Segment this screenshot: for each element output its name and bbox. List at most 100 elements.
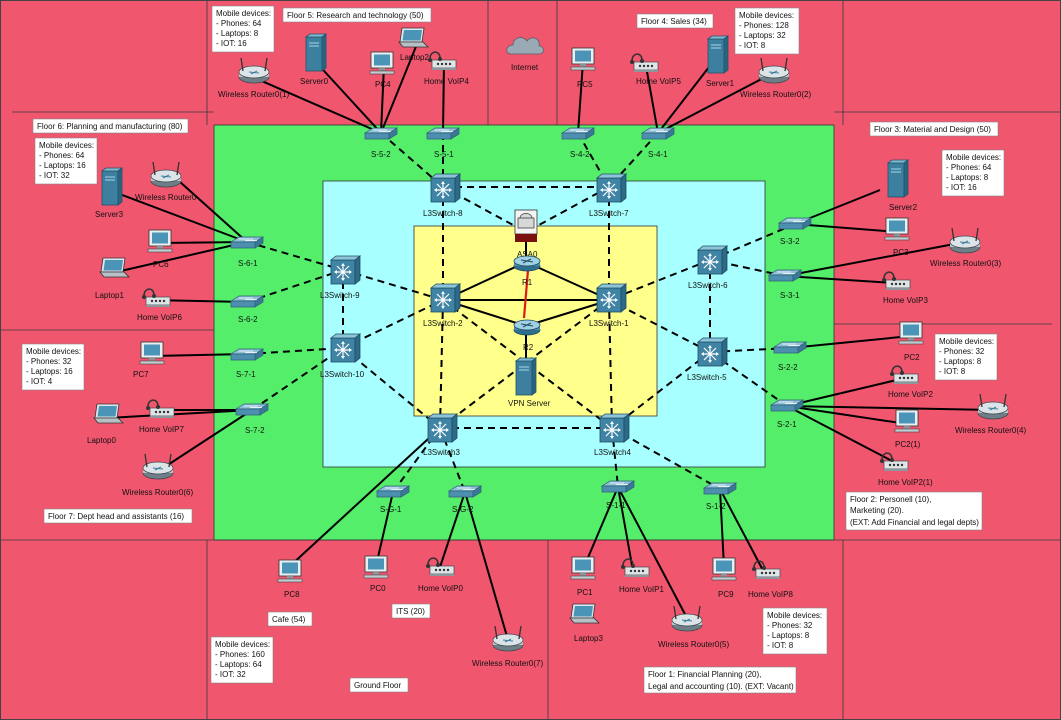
laptop-2[interactable]: Laptop2 [398, 27, 429, 62]
svg-text:Wireless Router0(4): Wireless Router0(4) [955, 426, 1026, 435]
home-voip-1[interactable]: Home VoIP1 [619, 558, 664, 594]
switch-s-7-2[interactable]: S-7-2 [235, 403, 269, 435]
laptop-1[interactable]: Laptop1 [95, 257, 130, 300]
pc-9[interactable]: PC9 [711, 557, 737, 599]
wireless-router-0[interactable]: Wireless Router0 [135, 161, 197, 202]
cafe-title-box: Cafe (54) [267, 611, 313, 627]
switch-s-g-1[interactable]: S-G-1 [376, 485, 410, 514]
l3-switch-2[interactable]: L3Switch-2 [423, 283, 463, 328]
l3-switch-5[interactable]: L3Switch-5 [687, 337, 728, 382]
internet-cloud[interactable]: Internet [506, 37, 544, 72]
svg-text:PC0: PC0 [370, 584, 386, 593]
l3-switch-10[interactable]: L3Switch-10 [320, 333, 365, 379]
svg-text:Floor 4: Sales (34): Floor 4: Sales (34) [641, 17, 707, 26]
switch-s-g-2[interactable]: S-G-2 [448, 485, 482, 514]
wireless-router-0-4[interactable]: Wireless Router0(4) [955, 393, 1026, 435]
router-r2[interactable]: R2 [513, 319, 541, 352]
pc-5[interactable]: PC5 [570, 47, 596, 89]
svg-text:ITS (20): ITS (20) [396, 607, 425, 616]
wireless-router-0-2[interactable]: Wireless Router0(2) [740, 57, 811, 99]
svg-text:PC8: PC8 [284, 590, 300, 599]
svg-text:L3Switch-7: L3Switch-7 [589, 209, 629, 218]
svg-text:S-2-1: S-2-1 [777, 420, 797, 429]
asa-firewall[interactable]: ASA0 [514, 209, 538, 259]
server-1[interactable]: Server1 [706, 35, 735, 88]
svg-text:S-1-2: S-1-2 [706, 502, 726, 511]
home-voip-3[interactable]: Home VoIP3 [881, 271, 928, 305]
svg-text:S-6-1: S-6-1 [238, 259, 258, 268]
floor6-title-box: Floor 6: Planning and manufacturing (80) [32, 118, 189, 134]
l3-switch-9[interactable]: L3Switch-9 [320, 255, 361, 300]
pc-7[interactable]: PC7 [133, 341, 165, 379]
svg-text:- IOT: 32: - IOT: 32 [215, 670, 246, 679]
vpn-server[interactable]: VPN Server [508, 357, 551, 408]
switch-s-3-2[interactable]: S-3-2 [778, 217, 812, 246]
home-voip-7[interactable]: Home VoIP7 [139, 399, 184, 434]
router-r1[interactable]: R1 [513, 255, 541, 287]
pc-3[interactable]: PC3 [884, 217, 910, 257]
home-voip-2[interactable]: Home VoIP2 [888, 365, 933, 399]
switch-s-6-1[interactable]: S-6-1 [230, 236, 264, 268]
svg-text:(EXT: Add Financial and legal: (EXT: Add Financial and legal depts) [850, 518, 979, 527]
svg-text:Floor 2: Personell (10),: Floor 2: Personell (10), [850, 495, 931, 504]
pc-2[interactable]: PC2 [898, 321, 924, 362]
l3-switch-8[interactable]: L3Switch-8 [423, 173, 463, 218]
svg-text:Laptop3: Laptop3 [574, 634, 603, 643]
wireless-router-0-1[interactable]: Wireless Router0(1) [218, 57, 289, 99]
switch-s-4-1[interactable]: S-4-1 [641, 127, 675, 159]
svg-text:Server0: Server0 [300, 77, 329, 86]
svg-text:Mobile devices:: Mobile devices: [39, 141, 94, 150]
svg-text:Laptop2: Laptop2 [400, 53, 429, 62]
svg-text:Floor 7: Dept head and assista: Floor 7: Dept head and assistants (16) [48, 512, 184, 521]
pc-1[interactable]: PC1 [570, 556, 596, 597]
server-3[interactable]: Server3 [95, 167, 124, 219]
l3-switch-7[interactable]: L3Switch-7 [589, 173, 629, 218]
svg-text:Home VoIP6: Home VoIP6 [137, 313, 182, 322]
switch-s-2-2[interactable]: S-2-2 [773, 341, 807, 372]
svg-text:S-5-1: S-5-1 [434, 150, 454, 159]
l3-switch-4[interactable]: L3Switch4 [594, 413, 631, 457]
svg-text:Home VoIP2: Home VoIP2 [888, 390, 933, 399]
svg-text:L3Switch3: L3Switch3 [423, 448, 460, 457]
svg-text:S-2-2: S-2-2 [778, 363, 798, 372]
switch-s-1-1[interactable]: S-1-1 [601, 480, 635, 510]
svg-text:Marketing (20).: Marketing (20). [850, 506, 904, 515]
floor4-title-box: Floor 4: Sales (34) [636, 13, 714, 29]
home-voip-6[interactable]: Home VoIP6 [137, 288, 182, 322]
wireless-router-0-6[interactable]: Wireless Router0(6) [122, 453, 193, 497]
pc-0[interactable]: PC0 [363, 555, 389, 593]
wireless-router-0-5[interactable]: Wireless Router0(5) [658, 605, 729, 649]
svg-text:Mobile devices:: Mobile devices: [739, 11, 794, 20]
wireless-router-0-3[interactable]: Wireless Router0(3) [930, 227, 1001, 268]
laptop-0[interactable]: Laptop0 [87, 403, 124, 445]
server-0[interactable]: Server0 [300, 33, 329, 86]
svg-text:- Laptops: 16: - Laptops: 16 [39, 161, 86, 170]
pc-4[interactable]: PC4 [369, 51, 395, 89]
switch-s-3-1[interactable]: S-3-1 [768, 269, 802, 300]
home-voip-4[interactable]: Home VoIP4 [424, 51, 469, 86]
svg-text:Home VoIP7: Home VoIP7 [139, 425, 184, 434]
l3-switch-6[interactable]: L3Switch-6 [688, 245, 728, 290]
server-2[interactable]: Server2 [887, 159, 918, 212]
svg-text:ASA0: ASA0 [517, 250, 538, 259]
svg-text:- Phones: 64: - Phones: 64 [39, 151, 85, 160]
switch-s-4-2[interactable]: S-4-2 [561, 127, 595, 159]
home-voip-0[interactable]: Home VoIP0 [418, 557, 463, 593]
switch-s-1-2[interactable]: S-1-2 [703, 482, 737, 511]
home-voip-8[interactable]: Home VoIP8 [748, 560, 793, 599]
l3-switch-3[interactable]: L3Switch3 [423, 413, 460, 457]
home-voip-2-1[interactable]: Home VoIP2(1) [878, 452, 933, 487]
l3-switch-1[interactable]: L3Switch-1 [589, 283, 629, 328]
pc-8[interactable]: PC8 [277, 559, 303, 599]
switch-s-6-2[interactable]: S-6-2 [230, 295, 264, 324]
switch-s-7-1[interactable]: S-7-1 [230, 348, 264, 379]
home-voip-5[interactable]: Home VoIP5 [629, 53, 681, 86]
switch-s-5-2[interactable]: S-5-2 [364, 127, 398, 159]
svg-text:S-4-1: S-4-1 [648, 150, 668, 159]
wireless-router-0-7[interactable]: Wireless Router0(7) [472, 625, 543, 668]
laptop-3[interactable]: Laptop3 [569, 603, 603, 643]
switch-s-5-1[interactable]: S-5-1 [426, 127, 460, 159]
pc-6[interactable]: PC6 [147, 229, 173, 269]
switch-s-2-1[interactable]: S-2-1 [770, 399, 804, 429]
pc-2-1[interactable]: PC2(1) [894, 409, 921, 449]
